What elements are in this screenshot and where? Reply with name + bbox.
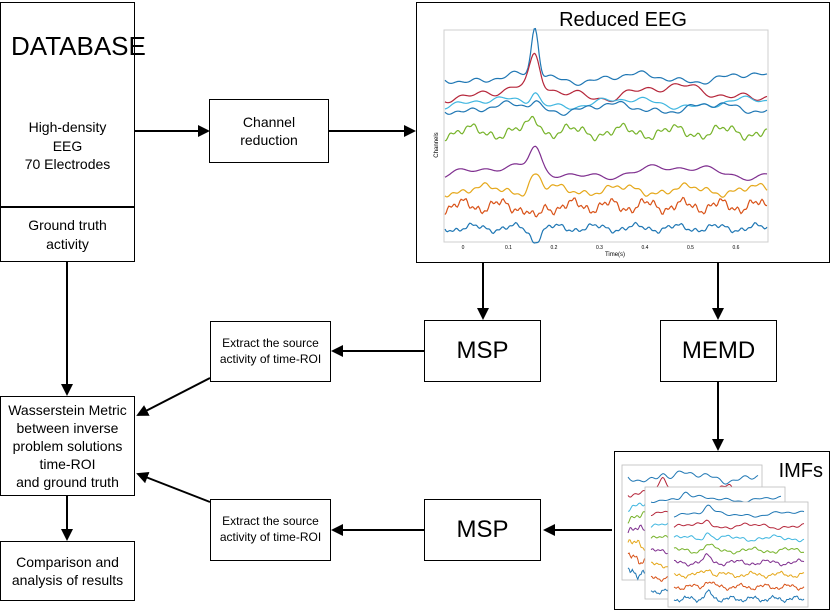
database-title: DATABASE: [11, 30, 146, 61]
arrow-extract-to-wasserstein: [136, 377, 211, 416]
database-box: DATABASE High-density EEG 70 Electrodes: [0, 2, 146, 207]
reduced-eeg-panel: Reduced EEG: [416, 2, 830, 263]
comparison-box: Comparison and analysis of results: [0, 541, 135, 601]
imfs-title: IMFs: [778, 460, 823, 482]
extract-bottom-box: Extract the source activity of time-ROI: [210, 499, 331, 561]
ground-truth-box: Ground truth activity: [0, 207, 135, 262]
memd-box: MEMD: [660, 320, 777, 382]
extract-top-box: Extract the source activity of time-ROI: [210, 321, 331, 382]
reduced-eeg-title: Reduced EEG: [559, 9, 687, 31]
imfs-panel: IMFs: [614, 451, 830, 610]
database-description: High-density EEG 70 Electrodes: [24, 119, 111, 172]
msp-bottom-box: MSP: [424, 499, 541, 561]
channel-reduction-box: Channel reduction: [209, 99, 329, 163]
msp-top-box: MSP: [424, 320, 541, 382]
wasserstein-box: Wasserstein Metric between inverse probl…: [0, 396, 135, 496]
arrow-extract-bottom-to-wasserstein: [136, 472, 211, 503]
